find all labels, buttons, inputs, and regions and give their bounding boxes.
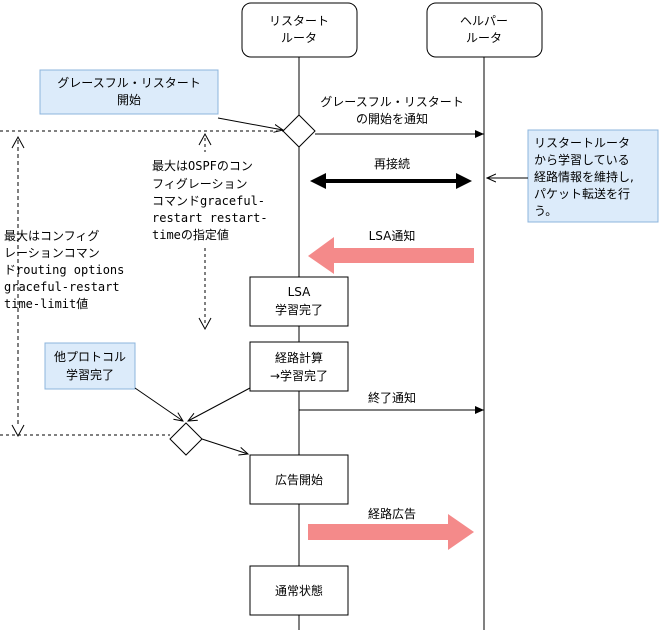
state-lsa-learned: LSA 学習完了 <box>249 276 349 327</box>
ospf-limit-arrow-up <box>198 132 212 146</box>
ospf-limit-line-3: コマンドgraceful- <box>152 194 265 208</box>
state-normal: 通常状態 <box>249 565 349 616</box>
other-proto-to-join <box>134 387 183 421</box>
route-calc-to-join <box>188 387 251 421</box>
lifeline-helper-router: ヘルパー ルータ <box>426 2 543 58</box>
restart-router-label-1: リスタート <box>269 14 329 28</box>
msg-lsa-notify-label: LSA通知 <box>369 229 416 243</box>
msg-route-advertise-label: 経路広告 <box>368 506 416 521</box>
msg-start-notify-line-2: の開始を通知 <box>356 112 428 126</box>
note-graceful-restart-start: グレースフル・リスタート 開始 <box>39 69 219 115</box>
overall-limit-arrow-up <box>11 135 25 149</box>
decision-start-diamond <box>282 114 316 148</box>
overall-limit-line-2: レーションコマン <box>4 246 100 260</box>
note-helper-line-2: から学習している <box>534 152 630 167</box>
note-helper-retains-routes: リスタートルータ から学習している 経路情報を維持し, パケット転送を行 う。 <box>527 129 659 223</box>
ospf-limit-line-4: restart restart- <box>152 211 268 225</box>
note-gr-start-pointer <box>217 117 283 130</box>
note-helper-line-3: 経路情報を維持し, <box>534 169 634 184</box>
state-ad-start-label: 広告開始 <box>275 473 323 487</box>
annotation-overall-limit: 最大はコンフィグ レーションコマン ドrouting options grace… <box>4 229 124 311</box>
note-other-protocols: 他プロトコル 学習完了 <box>44 342 136 390</box>
msg-end-notify-label: 終了通知 <box>368 390 416 405</box>
note-other-proto-line-2: 学習完了 <box>66 367 114 382</box>
msg-lsa-notify-arrow <box>308 237 474 274</box>
note-gr-start-line-2: 開始 <box>117 93 141 107</box>
state-lsa-line-1: LSA <box>288 285 312 299</box>
note-helper-line-5: う。 <box>534 204 557 218</box>
note-gr-start-line-1: グレースフル・リスタート <box>57 76 200 90</box>
ospf-limit-arrow-down <box>198 317 212 331</box>
msg-reconnect-head-left <box>310 173 326 189</box>
decision-join-diamond <box>169 422 203 456</box>
ospf-limit-line-1: 最大はOSPFのコン <box>152 159 253 173</box>
ospf-limit-line-2: フィグレーション <box>152 177 248 191</box>
state-normal-label: 通常状態 <box>275 583 323 598</box>
overall-limit-line-3: ドrouting options <box>4 263 124 277</box>
state-ad-start: 広告開始 <box>249 454 349 505</box>
note-helper-line-1: リスタートルータ <box>534 136 630 150</box>
state-lsa-line-2: 学習完了 <box>275 302 323 317</box>
restart-router-label-2: ルータ <box>281 31 317 45</box>
overall-limit-line-4: graceful-restart <box>4 280 120 294</box>
msg-start-notify-line-1: グレースフル・リスタート <box>320 95 463 109</box>
helper-router-label-1: ヘルパー <box>460 14 508 28</box>
annotation-ospf-limit: 最大はOSPFのコン フィグレーション コマンドgraceful- restar… <box>152 159 268 242</box>
state-route-calc-line-1: 経路計算 <box>275 350 323 365</box>
overall-limit-line-1: 最大はコンフィグ <box>4 229 99 243</box>
note-other-proto-line-1: 他プロトコル <box>54 350 126 364</box>
note-helper-line-4: パケット転送を行 <box>534 186 630 201</box>
msg-reconnect-label: 再接続 <box>374 156 410 171</box>
state-route-calc: 経路計算 →学習完了 <box>249 341 349 392</box>
msg-route-advertise-arrow <box>308 514 474 550</box>
overall-limit-line-5: time-limit値 <box>4 296 88 311</box>
join-to-ad-start <box>201 438 248 454</box>
ospf-limit-line-5: timeの指定値 <box>152 227 229 242</box>
msg-reconnect-head-right <box>456 173 472 189</box>
overall-limit-arrow-down <box>11 424 25 438</box>
helper-router-label-2: ルータ <box>466 31 502 45</box>
state-route-calc-line-2: →学習完了 <box>270 368 328 383</box>
lifeline-restart-router: リスタート ルータ <box>241 2 358 58</box>
